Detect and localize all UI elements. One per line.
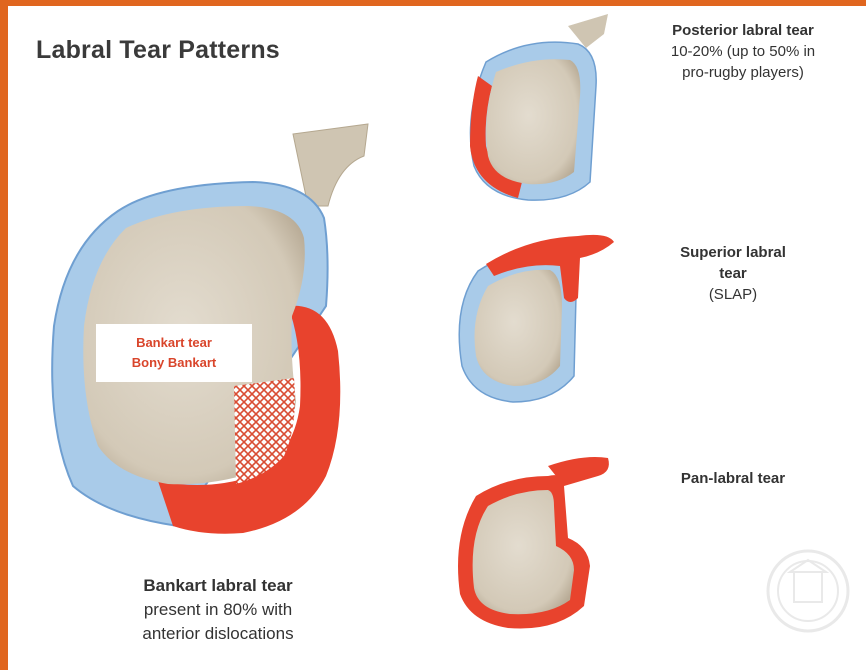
superior-abbr: (SLAP) [648,284,818,305]
posterior-line2: pro-rugby players) [618,62,866,83]
posterior-title: Posterior labral tear [618,20,866,41]
superior-bone [475,270,563,386]
bankart-line1: present in 80% with [88,598,348,622]
superior-caption: Superior labral tear (SLAP) [648,242,818,305]
slide: Labral Tear Patterns [8,6,866,670]
posterior-line1: 10-20% (up to 50% in [618,41,866,62]
bankart-tag: Bankart tear Bony Bankart [96,324,252,382]
bankart-title: Bankart labral tear [88,574,348,598]
bankart-tag-line1: Bankart tear [96,333,252,353]
watermark-seal-icon [768,551,848,631]
superior-title-line1: Superior labral [648,242,818,263]
superior-title-line2: tear [648,263,818,284]
bankart-caption: Bankart labral tear present in 80% with … [88,574,348,646]
pan-caption: Pan-labral tear [628,468,838,489]
pan-glenoid [458,457,609,629]
superior-glenoid [459,235,614,402]
posterior-glenoid [470,14,608,200]
bankart-line2: anterior dislocations [88,622,348,646]
posterior-bone [486,59,580,184]
pan-title: Pan-labral tear [628,468,838,489]
bankart-tag-line2: Bony Bankart [96,353,252,373]
posterior-caption: Posterior labral tear 10-20% (up to 50% … [618,20,866,83]
